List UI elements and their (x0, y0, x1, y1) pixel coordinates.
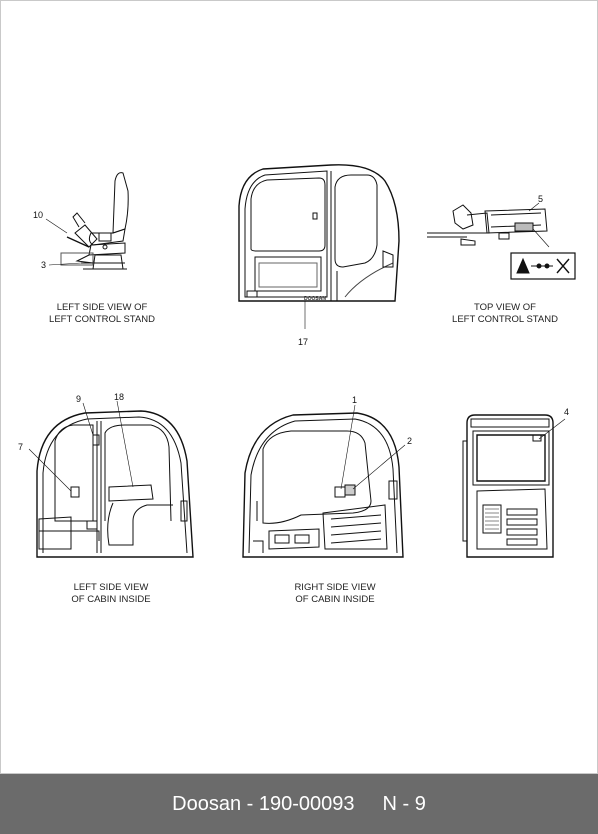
control-stand-top-illustration (427, 202, 550, 248)
caption-left-cabin: LEFT SIDE VIEW OF CABIN INSIDE (51, 582, 171, 606)
caption-line: RIGHT SIDE VIEW (294, 582, 376, 593)
cabin-door-illustration (238, 164, 400, 329)
warning-decal (510, 252, 576, 280)
rear-cabin-illustration (462, 414, 566, 558)
left-cabin-illustration (28, 400, 194, 558)
caption-top-stand: TOP VIEW OF LEFT CONTROL STAND (445, 302, 565, 326)
footer-doc-id: Doosan - 190-00093 (172, 792, 355, 815)
right-cabin-illustration (242, 404, 406, 558)
callout-1: 1 (352, 395, 358, 405)
callout-3: 3 (41, 260, 47, 270)
caption-line: LEFT SIDE VIEW OF (56, 302, 148, 313)
caption-line: LEFT CONTROL STAND (452, 314, 558, 325)
callout-4: 4 (564, 407, 570, 417)
callout-18: 18 (114, 392, 125, 402)
callout-2: 2 (407, 436, 413, 446)
caption-right-cabin: RIGHT SIDE VIEW OF CABIN INSIDE (271, 582, 399, 606)
parts-drawing: DOOSAN (28, 164, 576, 558)
seat-illustration (45, 172, 129, 270)
page-footer: Doosan - 190-00093 N - 9 (0, 774, 598, 834)
drawing-page: DOOSAN (0, 0, 598, 774)
caption-line: LEFT SIDE VIEW (73, 582, 149, 593)
callout-10: 10 (33, 210, 44, 220)
caption-line: LEFT CONTROL STAND (49, 314, 155, 325)
door-logo: DOOSAN (304, 296, 326, 302)
footer-page-number: N - 9 (382, 792, 426, 815)
callout-7: 7 (18, 442, 24, 452)
caption-line: TOP VIEW OF (474, 302, 536, 313)
callout-9: 9 (76, 394, 82, 404)
callout-17: 17 (298, 337, 309, 347)
caption-line: OF CABIN INSIDE (295, 594, 375, 605)
callout-5: 5 (538, 194, 544, 204)
caption-left-stand: LEFT SIDE VIEW OF LEFT CONTROL STAND (41, 302, 163, 326)
caption-line: OF CABIN INSIDE (71, 594, 151, 605)
